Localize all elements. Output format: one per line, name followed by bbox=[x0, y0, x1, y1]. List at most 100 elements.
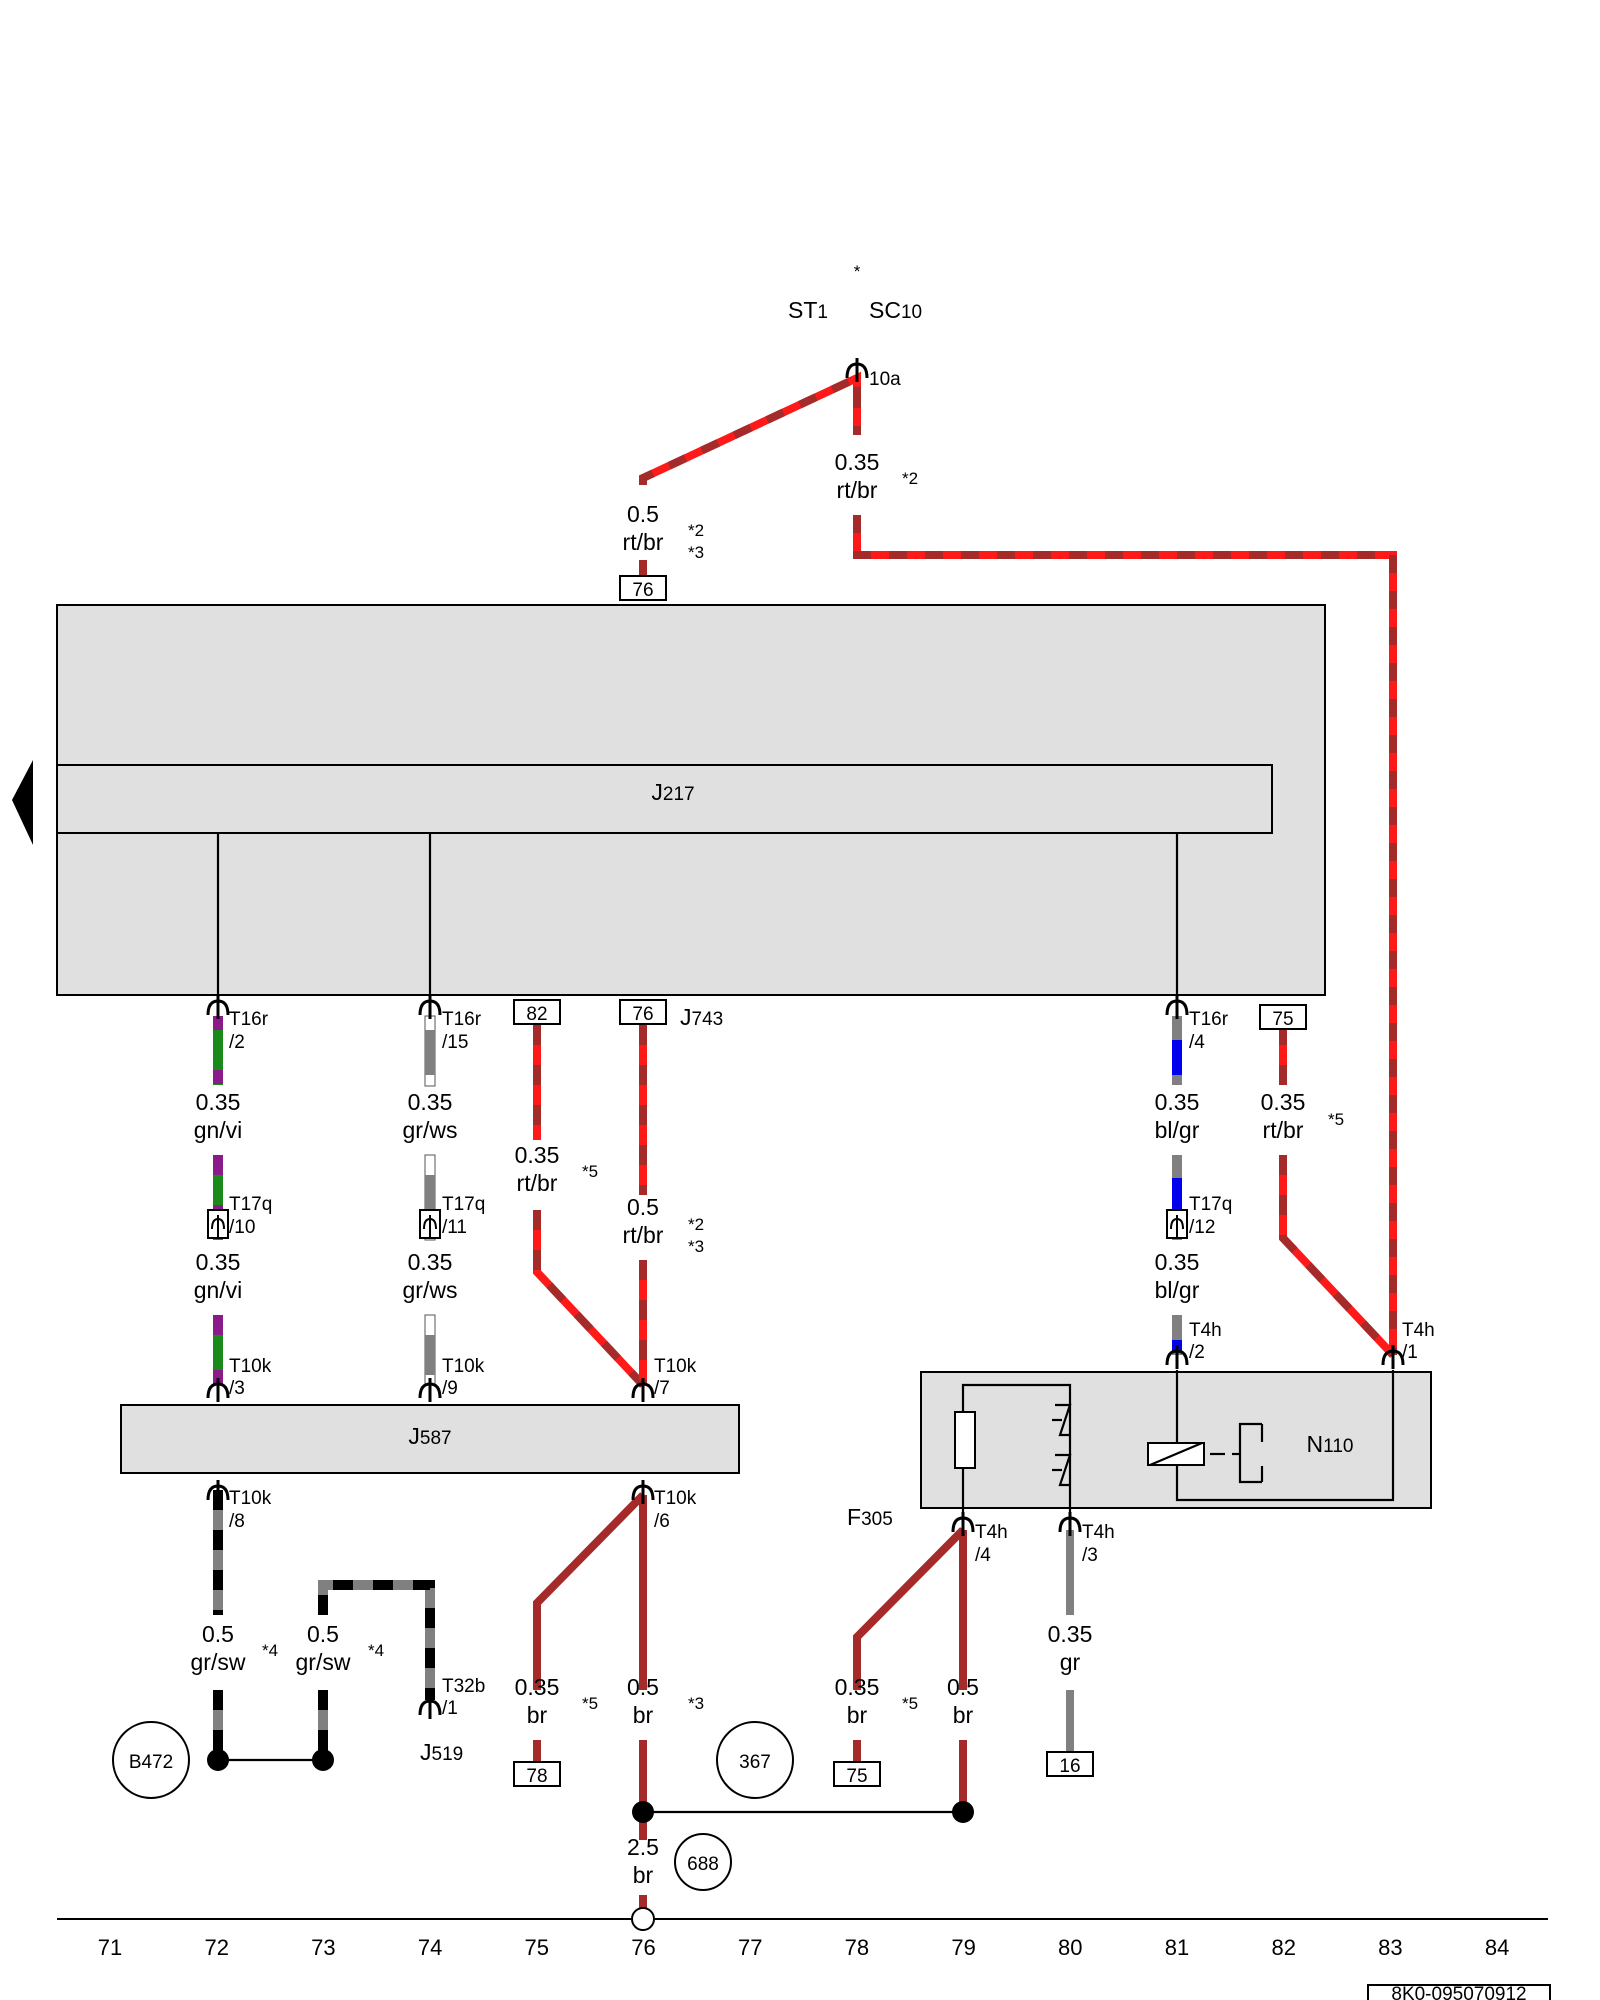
connector-terminal bbox=[1381, 1345, 1405, 1369]
connector-terminal bbox=[418, 1695, 442, 1719]
wire-color: br bbox=[953, 1702, 974, 1728]
wire-grws bbox=[424, 1015, 436, 1386]
junction-dot bbox=[207, 1749, 229, 1771]
connector-pin: /4 bbox=[975, 1545, 991, 1566]
wire-color: gr/sw bbox=[296, 1649, 351, 1675]
connector-label: T16r bbox=[442, 1009, 482, 1030]
wire-sc-to-j217-rtbr-05 bbox=[639, 371, 861, 580]
wire-color: gr/ws bbox=[403, 1117, 458, 1143]
inline-connector bbox=[1166, 1209, 1188, 1239]
ref-box-75-right: 75 bbox=[1259, 1004, 1307, 1030]
connector-pin: /3 bbox=[1082, 1545, 1098, 1566]
f305-label: F305 bbox=[847, 1504, 893, 1530]
column-number: 83 bbox=[1378, 1935, 1402, 1960]
wire-note: *3 bbox=[688, 1237, 704, 1256]
connector-pin: /6 bbox=[654, 1511, 670, 1532]
connector-terminal bbox=[631, 1480, 655, 1504]
connector-label: T16r bbox=[1189, 1009, 1229, 1030]
connector-label: T17q bbox=[442, 1194, 485, 1215]
wire-color: gr bbox=[1060, 1649, 1081, 1675]
wires bbox=[213, 371, 1397, 1908]
column-number: 76 bbox=[631, 1935, 655, 1960]
svg-text:75: 75 bbox=[1272, 1009, 1293, 1030]
wire-note: *5 bbox=[582, 1162, 598, 1181]
wire-labels: 0.5 rt/br *2 *3 0.35 rt/br *2 0.35 gn/vi… bbox=[191, 449, 1345, 1888]
inline-connector bbox=[207, 1209, 229, 1239]
column-number: 79 bbox=[951, 1935, 975, 1960]
wire-color: br bbox=[633, 1862, 654, 1888]
svg-text:367: 367 bbox=[739, 1752, 771, 1773]
connector-terminal bbox=[206, 1378, 230, 1402]
sc-pin-label: 10a bbox=[869, 369, 901, 390]
wire-note: *5 bbox=[582, 1694, 598, 1713]
connector-pin: /7 bbox=[654, 1378, 670, 1399]
document-number: 8K0-095070912 bbox=[1367, 1984, 1551, 2000]
terminals bbox=[206, 358, 1405, 1719]
svg-text:688: 688 bbox=[687, 1854, 719, 1875]
j217-inner-bar bbox=[56, 764, 1273, 834]
column-number: 82 bbox=[1271, 1935, 1295, 1960]
svg-text:8K0-095070912: 8K0-095070912 bbox=[1391, 1984, 1526, 2000]
wire-color: rt/br bbox=[623, 1222, 664, 1248]
ref-box-16: 16 bbox=[1046, 1751, 1094, 1777]
svg-text:16: 16 bbox=[1059, 1756, 1080, 1777]
j587-label: J587 bbox=[408, 1423, 451, 1449]
connector-terminal bbox=[951, 1512, 975, 1536]
wire-size: 2.5 bbox=[627, 1834, 659, 1860]
wire-size: 0.35 bbox=[408, 1249, 453, 1275]
column-number: 71 bbox=[98, 1935, 122, 1960]
svg-text:82: 82 bbox=[526, 1004, 547, 1025]
connector-pin: /2 bbox=[1189, 1342, 1205, 1363]
connector-pin: /10 bbox=[229, 1217, 255, 1238]
svg-text:B472: B472 bbox=[129, 1752, 173, 1773]
wire-size: 0.5 bbox=[947, 1674, 979, 1700]
connector-terminal bbox=[1165, 1345, 1189, 1369]
inline-connector bbox=[419, 1209, 441, 1239]
wire-color: bl/gr bbox=[1155, 1277, 1200, 1303]
j519-label: J519 bbox=[420, 1739, 463, 1765]
wire-size: 0.35 bbox=[835, 449, 880, 475]
wire-size: 0.35 bbox=[1261, 1089, 1306, 1115]
connector-labels: T16r /2 T16r /15 T16r /4 T17q /10 T17q /… bbox=[229, 1009, 1435, 1719]
svg-text:76: 76 bbox=[632, 1004, 653, 1025]
connector-terminal bbox=[845, 358, 869, 382]
ref-box-76-mid: 76 bbox=[619, 999, 667, 1025]
wire-color: rt/br bbox=[1263, 1117, 1304, 1143]
connector-terminal bbox=[1165, 995, 1189, 1019]
ref-box-76-top: 76 bbox=[619, 575, 667, 601]
wire-size: 0.5 bbox=[627, 1674, 659, 1700]
n110-label: N110 bbox=[1307, 1431, 1354, 1457]
connector-pin: /1 bbox=[1402, 1342, 1418, 1363]
connector-terminal bbox=[206, 995, 230, 1019]
wire-note: *4 bbox=[262, 1641, 278, 1660]
wire-note: *4 bbox=[368, 1641, 384, 1660]
connector-pin: /2 bbox=[229, 1032, 245, 1053]
wire-note: *5 bbox=[902, 1694, 918, 1713]
continuation-arrow-icon bbox=[12, 760, 33, 845]
wire-br-75 bbox=[533, 1492, 646, 1762]
wire-size: 0.35 bbox=[515, 1142, 560, 1168]
connector-pin: /3 bbox=[229, 1378, 245, 1399]
wire-color: rt/br bbox=[517, 1170, 558, 1196]
wire-note: *3 bbox=[688, 543, 704, 562]
column-number: 73 bbox=[311, 1935, 335, 1960]
connector-label: T10k bbox=[654, 1356, 697, 1377]
circle-367: 367 bbox=[716, 1721, 794, 1799]
wire-color: bl/gr bbox=[1155, 1117, 1200, 1143]
wire-color: rt/br bbox=[623, 529, 664, 555]
wire-size: 0.35 bbox=[408, 1089, 453, 1115]
junction-dot bbox=[952, 1801, 974, 1823]
sc-star-note: * bbox=[854, 262, 861, 281]
connector-terminal bbox=[1058, 1512, 1082, 1536]
column-number: 72 bbox=[204, 1935, 228, 1960]
connector-label: T17q bbox=[229, 1194, 272, 1215]
connector-label: T10k bbox=[229, 1356, 272, 1377]
wire-grsw-73 bbox=[318, 1580, 435, 1760]
column-number: 74 bbox=[418, 1935, 442, 1960]
column-number: 81 bbox=[1165, 1935, 1189, 1960]
svg-text:78: 78 bbox=[526, 1766, 547, 1787]
wire-sc-to-n110-rtbr-035 bbox=[853, 390, 1397, 1355]
column-number: 77 bbox=[738, 1935, 762, 1960]
